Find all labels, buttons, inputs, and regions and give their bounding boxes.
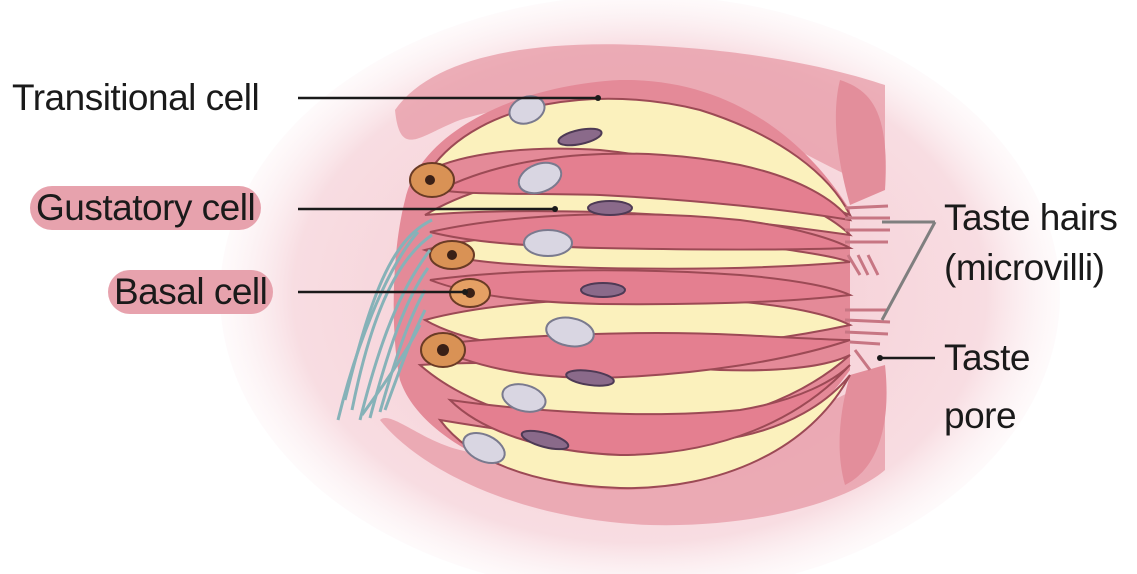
microvilli [844, 204, 891, 371]
gustatory-cell [429, 269, 854, 306]
nucleus [523, 229, 573, 257]
epithelium-lower [380, 375, 885, 526]
taste-pore-label-line1: Taste [944, 337, 1030, 378]
taste-hairs-leaders [880, 220, 937, 321]
epithelium-right-lower [839, 365, 887, 485]
nucleus [462, 431, 506, 465]
taste-hairs-label-line2: (microvilli) [944, 247, 1105, 288]
taste-pore-label-line2: pore [944, 395, 1017, 436]
nerve-fibers [336, 218, 433, 421]
nucleus [545, 316, 595, 348]
nucleus [557, 127, 603, 147]
nucleus [580, 282, 626, 298]
epithelium-right-upper [835, 80, 886, 205]
transitional-cell [429, 97, 853, 217]
gustatory-cell [426, 332, 851, 380]
nucleus [520, 429, 570, 451]
leader-dots [462, 95, 883, 361]
basal-cells [409, 162, 491, 368]
transitional-nuclei [462, 95, 595, 465]
epithelium-upper [395, 44, 885, 191]
leader-lines [298, 96, 598, 294]
taste-hairs-label-line1: Taste hairs [944, 197, 1118, 238]
gustatory-nuclei [520, 127, 633, 451]
nucleus [501, 383, 547, 413]
basal-cell-label: Basal cell [108, 270, 274, 314]
nucleus [565, 369, 615, 387]
gustatory-cell-label: Gustatory cell [30, 186, 262, 230]
transitional-cell-label: Transitional cell [12, 77, 260, 118]
nucleus [517, 161, 563, 195]
nucleus [587, 200, 633, 216]
